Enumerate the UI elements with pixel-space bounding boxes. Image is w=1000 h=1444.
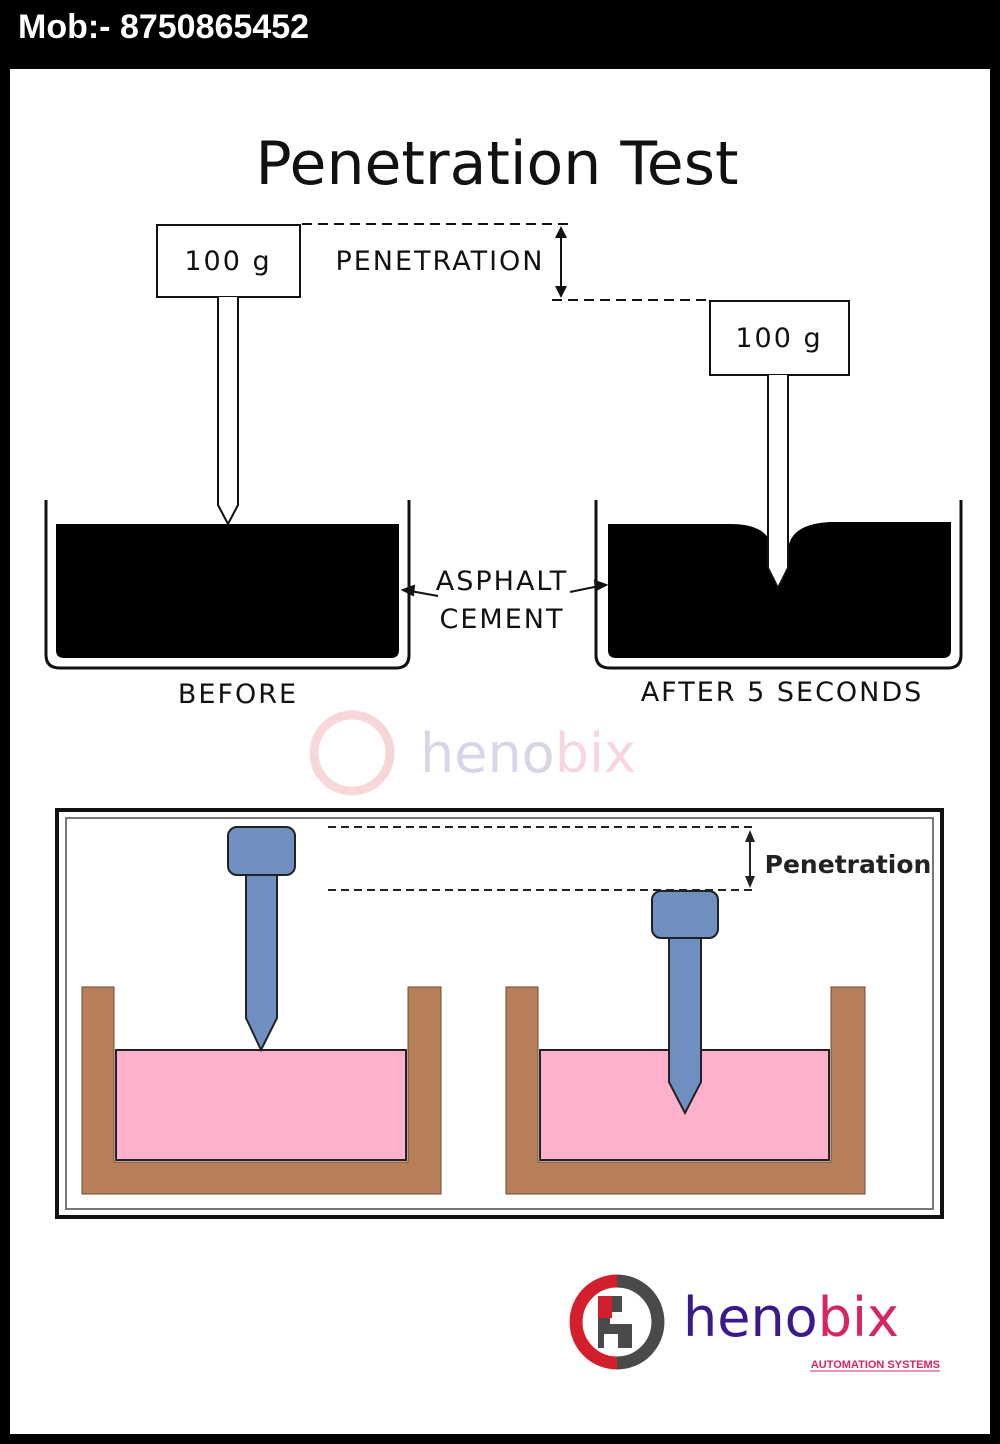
after-weight: 100 g [709,300,850,591]
logo-text: henobix [683,1286,899,1349]
cement-label: CEMENT [440,604,565,635]
before-weight-label: 100 g [184,246,271,277]
after-needle [651,890,719,1116]
before-label: BEFORE [178,679,298,710]
penetration-arrow [555,226,567,298]
watermark-text: henobix [420,722,636,785]
logo-mark-icon [569,1274,618,1370]
after-label: AFTER 5 SECONDS [641,677,924,708]
watermark-logo: henobix [309,710,636,796]
logo-tagline: AUTOMATION SYSTEMS [811,1359,940,1371]
after-weight-label: 100 g [735,323,822,354]
logo-text-bix: bix [818,1286,899,1349]
before-needle [227,826,296,1053]
penetration-arrow-2 [745,830,755,888]
before-weight: 100 g [156,224,301,527]
mobile-number: Mob:- 8750865452 [18,8,310,46]
material-pointer-arrows [400,579,609,597]
before-container-colored [81,986,442,1195]
diagram-title: Penetration Test [255,129,738,199]
before-container [44,500,411,670]
after-container [594,500,963,670]
penetration-label-2: Penetration [765,850,932,879]
asphalt-label: ASPHALT [436,566,568,597]
penetration-label: PENETRATION [335,246,544,277]
logo-text-heno: heno [683,1286,818,1349]
henobix-logo: henobix AUTOMATION SYSTEMS [569,1274,940,1372]
